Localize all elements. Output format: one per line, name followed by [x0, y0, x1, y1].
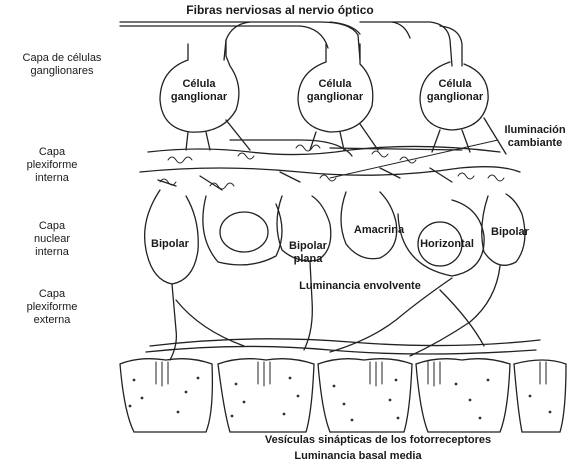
- mean-basal-luminance-label: Luminancia basal media: [258, 450, 458, 463]
- bipolar-flat-label: Bipolar plana: [278, 240, 338, 266]
- layer-label-ganglion: Capa de células ganglionares: [2, 52, 122, 78]
- ganglion-cell-label-2: Célula ganglionar: [300, 78, 370, 104]
- illumination-pointer: [330, 140, 498, 178]
- layer-label-inner-plexiform: Capa plexiforme interna: [2, 146, 102, 185]
- ganglion-cell-label-3: Célula ganglionar: [420, 78, 490, 104]
- amacrine-label: Amacrina: [344, 224, 414, 237]
- ganglion-cell-label-1: Célula ganglionar: [164, 78, 234, 104]
- layer-label-inner-nuclear: Capa nuclear interna: [2, 220, 102, 259]
- diagram-title: Fibras nerviosas al nervio óptico: [150, 4, 410, 17]
- optic-nerve-fibers: [120, 22, 462, 66]
- bipolar-right-label: Bipolar: [480, 226, 540, 239]
- synaptic-vesicles: [129, 377, 552, 422]
- outer-plexiform-lines: [146, 290, 540, 354]
- bipolar-left-label: Bipolar: [140, 238, 200, 251]
- changing-illumination-label: Iluminación cambiante: [490, 124, 580, 150]
- synaptic-vesicles-label: Vesículas sinápticas de los fotorrecepto…: [218, 434, 538, 447]
- surround-luminance-label: Luminancia envolvente: [270, 280, 450, 293]
- photoreceptor-terminals: [120, 359, 566, 432]
- layer-label-outer-plexiform: Capa plexiforme externa: [2, 288, 102, 327]
- horizontal-label: Horizontal: [412, 238, 482, 251]
- inner-nuclear-cells: [145, 190, 525, 360]
